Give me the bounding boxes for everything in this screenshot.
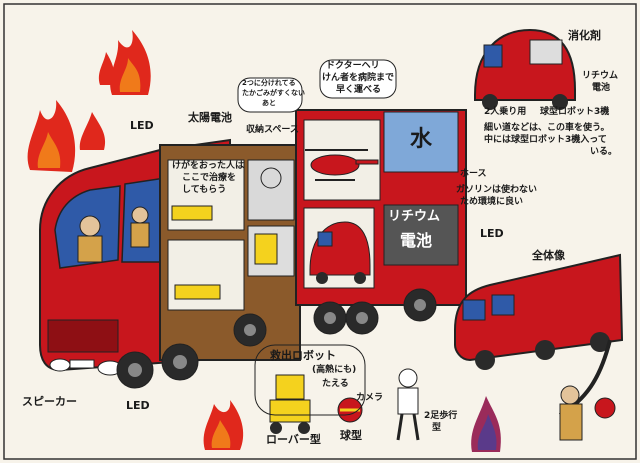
ball-type-label: 球型 <box>340 429 362 442</box>
rescue-bubble <box>254 344 366 416</box>
full-view-label: 全体像 <box>532 249 565 262</box>
firefighter-figure <box>559 385 616 441</box>
ball-robot-count-label: 球型ロボット3機 <box>540 107 610 117</box>
waste-bin <box>247 159 295 221</box>
solar-label: 太陽電池 <box>188 111 232 124</box>
treatment-text-2: ここで治療を <box>182 173 237 183</box>
camera-label: カメラ <box>356 393 384 403</box>
led-label-bottom: LED <box>126 399 150 412</box>
heat-resist-1: (高熱にも) <box>312 365 357 375</box>
biped-robot-figure <box>396 368 420 441</box>
helicopter-icon <box>305 149 379 181</box>
flame-icon-top-left-2 <box>98 52 115 85</box>
rover-robot-icon <box>254 233 278 265</box>
rover-label: ローバー型 <box>266 433 321 446</box>
heli-title: ドクターヘリ <box>326 61 380 71</box>
led-label-right: LED <box>480 227 504 240</box>
compact-vehicle <box>474 28 576 110</box>
gasoline-text-1: ガソリンは使わない <box>456 185 538 195</box>
hose-label: ホース <box>460 169 487 179</box>
treatment-text-1: けがをおった人は <box>172 161 245 171</box>
rover-robot-figure <box>269 374 311 434</box>
lithium-battery-big <box>383 204 459 266</box>
waste-bubble <box>237 77 303 113</box>
waste-text-1: 2つに分けれてる <box>242 79 296 87</box>
lithium-big-2: 電池 <box>400 231 433 250</box>
extinguisher-label: 消化剤 <box>568 29 601 42</box>
storage-label: 収納スペース <box>246 125 299 135</box>
biped-label-1: 2足歩行 <box>424 411 458 421</box>
flame-icon-bottom-right <box>471 396 501 452</box>
ball-robot-figure <box>337 397 363 423</box>
lithium-big-1: リチウム <box>388 209 441 224</box>
two-seat-label: 2人乗り用 <box>484 107 527 117</box>
water-tank <box>383 111 459 173</box>
small-vehicle-icon <box>309 221 371 284</box>
lithium-small-1: リチウム <box>582 71 619 81</box>
heat-resist-2: たえる <box>322 379 349 389</box>
speaker-label: スピーカー <box>22 395 77 408</box>
wheel-set <box>116 288 437 389</box>
narrow-text-1: 細い道などは、この車を使う。 <box>484 123 610 133</box>
waste-text-2: たかごみがすくない <box>242 89 305 97</box>
lithium-small-2: 電池 <box>592 83 611 93</box>
flame-icon-left <box>27 100 106 172</box>
narrow-text-2: 中には球型ロボット3機入って <box>484 135 607 145</box>
gasoline-text-2: ため環境に良い <box>460 197 524 207</box>
water-label: 水 <box>410 127 433 152</box>
ball-robot-icon <box>594 397 616 419</box>
flame-icon-bottom <box>203 400 244 450</box>
treatment-text-3: してもらう <box>182 185 227 195</box>
led-label-top: LED <box>130 119 154 132</box>
biped-label-2: 型 <box>432 423 442 433</box>
narrow-text-3: いる。 <box>590 147 618 157</box>
frame-border <box>3 3 637 460</box>
heli-text-1: けん者を病院まで <box>322 73 395 83</box>
flame-icon-top-left <box>110 30 151 95</box>
heli-text-2: 早く運べる <box>336 85 382 95</box>
fire-truck-full-view <box>454 253 624 417</box>
extinguisher-tank <box>529 39 563 65</box>
rescue-robot-label: 救出ロボット <box>270 349 336 362</box>
heli-bubble <box>319 59 397 99</box>
fire-truck-main <box>39 109 467 389</box>
waste-text-3: あと <box>262 99 276 107</box>
